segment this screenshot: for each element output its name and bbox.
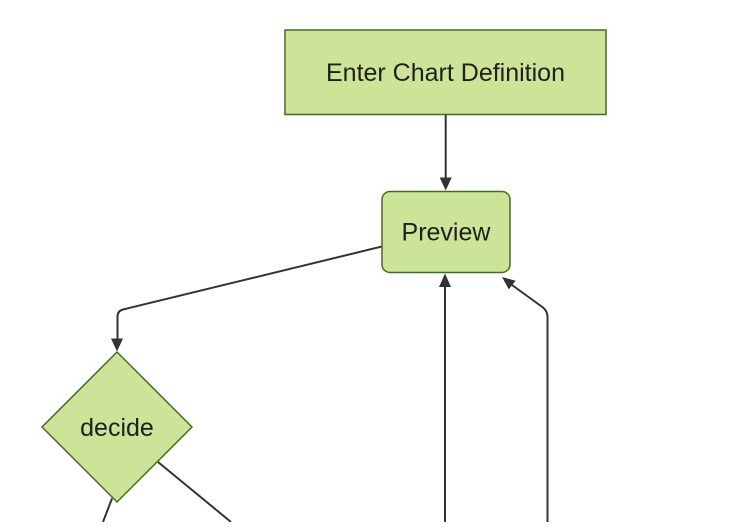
edge-decide-to-offscreen-right — [157, 461, 232, 523]
arrowhead-icon — [439, 177, 452, 191]
node-label: Enter Chart Definition — [326, 59, 565, 87]
node-rectangle — [284, 29, 607, 116]
node-label: decide — [80, 414, 154, 442]
arrowhead-icon — [439, 273, 451, 287]
node-label: Preview — [402, 219, 492, 247]
edge-preview-to-decide — [111, 245, 383, 352]
edge-offscreen-to-preview-bottom — [439, 273, 451, 522]
arrowhead-icon — [502, 277, 516, 290]
edge-line — [157, 461, 232, 523]
node-preview: Preview — [381, 190, 511, 274]
node-rounded-rectangle — [381, 190, 511, 274]
node-enter-chart-definition: Enter Chart Definition — [284, 29, 607, 116]
edge-line — [511, 284, 549, 522]
edge-enter-to-preview — [439, 114, 452, 191]
edge-line — [116, 245, 383, 339]
edge-decide-to-offscreen-left — [102, 498, 113, 523]
node-diamond — [40, 350, 194, 504]
arrowhead-icon — [111, 338, 123, 352]
node-decide: decide — [40, 350, 194, 504]
edge-line — [102, 498, 113, 523]
edge-offscreen-to-preview-corner — [502, 277, 549, 522]
